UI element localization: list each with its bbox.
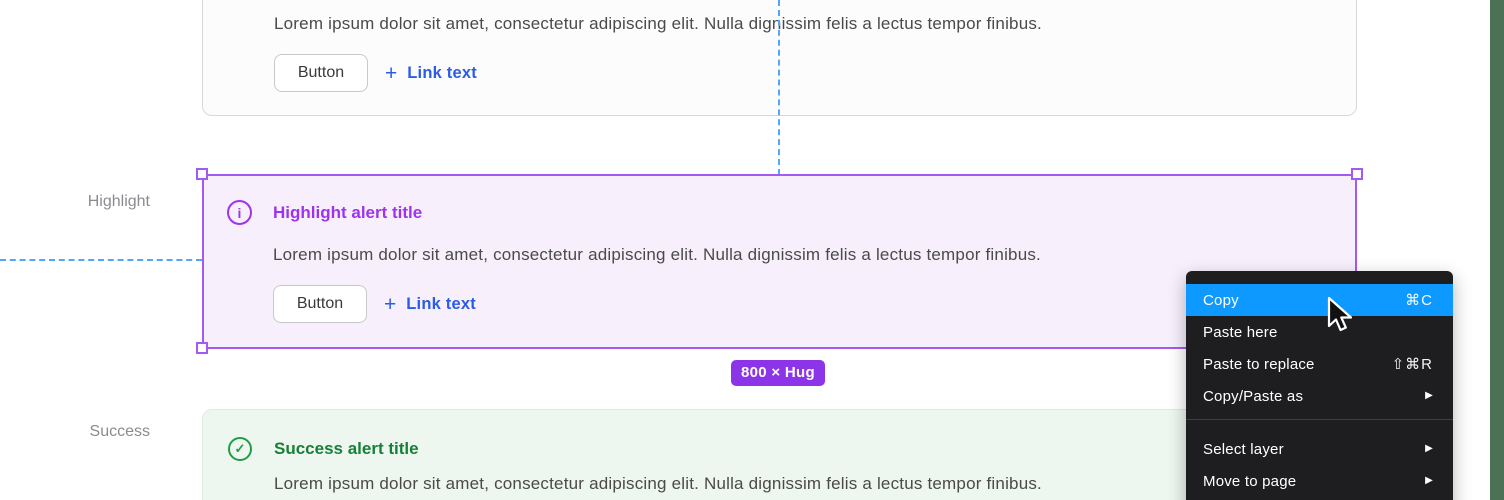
alert-body-text: Lorem ipsum dolor sit amet, consectetur … (273, 245, 1041, 264)
link-label: Link text (407, 63, 477, 82)
menu-shortcut: ⇧⌘R (1391, 356, 1433, 373)
selection-handle-top-right[interactable] (1351, 168, 1363, 180)
alert-link[interactable]: + Link text (385, 63, 477, 84)
row-label-highlight: Highlight (87, 193, 150, 210)
menu-item-label: Move to page (1203, 472, 1297, 490)
menu-item-paste-to-replace[interactable]: Paste to replace ⇧⌘R (1186, 348, 1453, 380)
context-menu: Copy ⌘C Paste here Paste to replace ⇧⌘R … (1186, 271, 1453, 500)
edge-color-bar (1490, 0, 1504, 500)
alert-button[interactable]: Button (274, 54, 368, 92)
cursor-icon (1327, 296, 1357, 342)
alert-card-highlight[interactable]: i Highlight alert title Lorem ipsum dolo… (202, 174, 1357, 349)
menu-item-copy-paste-as[interactable]: Copy/Paste as ▶ (1186, 380, 1453, 412)
selection-handle-bottom-left[interactable] (196, 342, 208, 354)
submenu-arrow-icon: ▶ (1425, 390, 1433, 401)
submenu-arrow-icon: ▶ (1425, 475, 1433, 486)
menu-separator (1186, 419, 1453, 420)
row-label-success: Success (89, 423, 150, 440)
menu-item-move-to-page[interactable]: Move to page ▶ (1186, 465, 1453, 497)
vertical-guide-line (778, 0, 780, 175)
link-label: Link text (406, 294, 476, 313)
menu-item-paste-here[interactable]: Paste here (1186, 316, 1453, 348)
alert-body-text: Lorem ipsum dolor sit amet, consectetur … (274, 474, 1042, 493)
alert-title: Highlight alert title (273, 203, 423, 222)
alert-body-text: Lorem ipsum dolor sit amet, consectetur … (274, 14, 1042, 33)
menu-item-label: Select layer (1203, 440, 1284, 458)
alert-title: Success alert title (274, 439, 419, 458)
size-badge: 800 × Hug (731, 360, 825, 386)
alert-card-success[interactable]: ✓ Success alert title Lorem ipsum dolor … (202, 409, 1357, 500)
plus-icon: + (385, 61, 398, 85)
menu-item-label: Copy/Paste as (1203, 387, 1304, 405)
alert-link[interactable]: + Link text (384, 294, 476, 315)
horizontal-guide-line (0, 259, 202, 261)
submenu-arrow-icon: ▶ (1425, 443, 1433, 454)
info-icon: i (227, 200, 252, 225)
menu-item-select-layer[interactable]: Select layer ▶ (1186, 433, 1453, 465)
menu-shortcut: ⌘C (1405, 292, 1433, 309)
menu-item-label: Paste to replace (1203, 355, 1315, 373)
selection-handle-top-left[interactable] (196, 168, 208, 180)
menu-item-label: Paste here (1203, 323, 1278, 341)
check-circle-icon: ✓ (228, 437, 252, 461)
menu-item-copy[interactable]: Copy ⌘C (1186, 284, 1453, 316)
alert-button[interactable]: Button (273, 285, 367, 323)
plus-icon: + (384, 292, 397, 316)
menu-item-label: Copy (1203, 291, 1239, 309)
alert-action-row: Button + Link text (273, 285, 476, 323)
alert-action-row: Button + Link text (274, 54, 477, 92)
